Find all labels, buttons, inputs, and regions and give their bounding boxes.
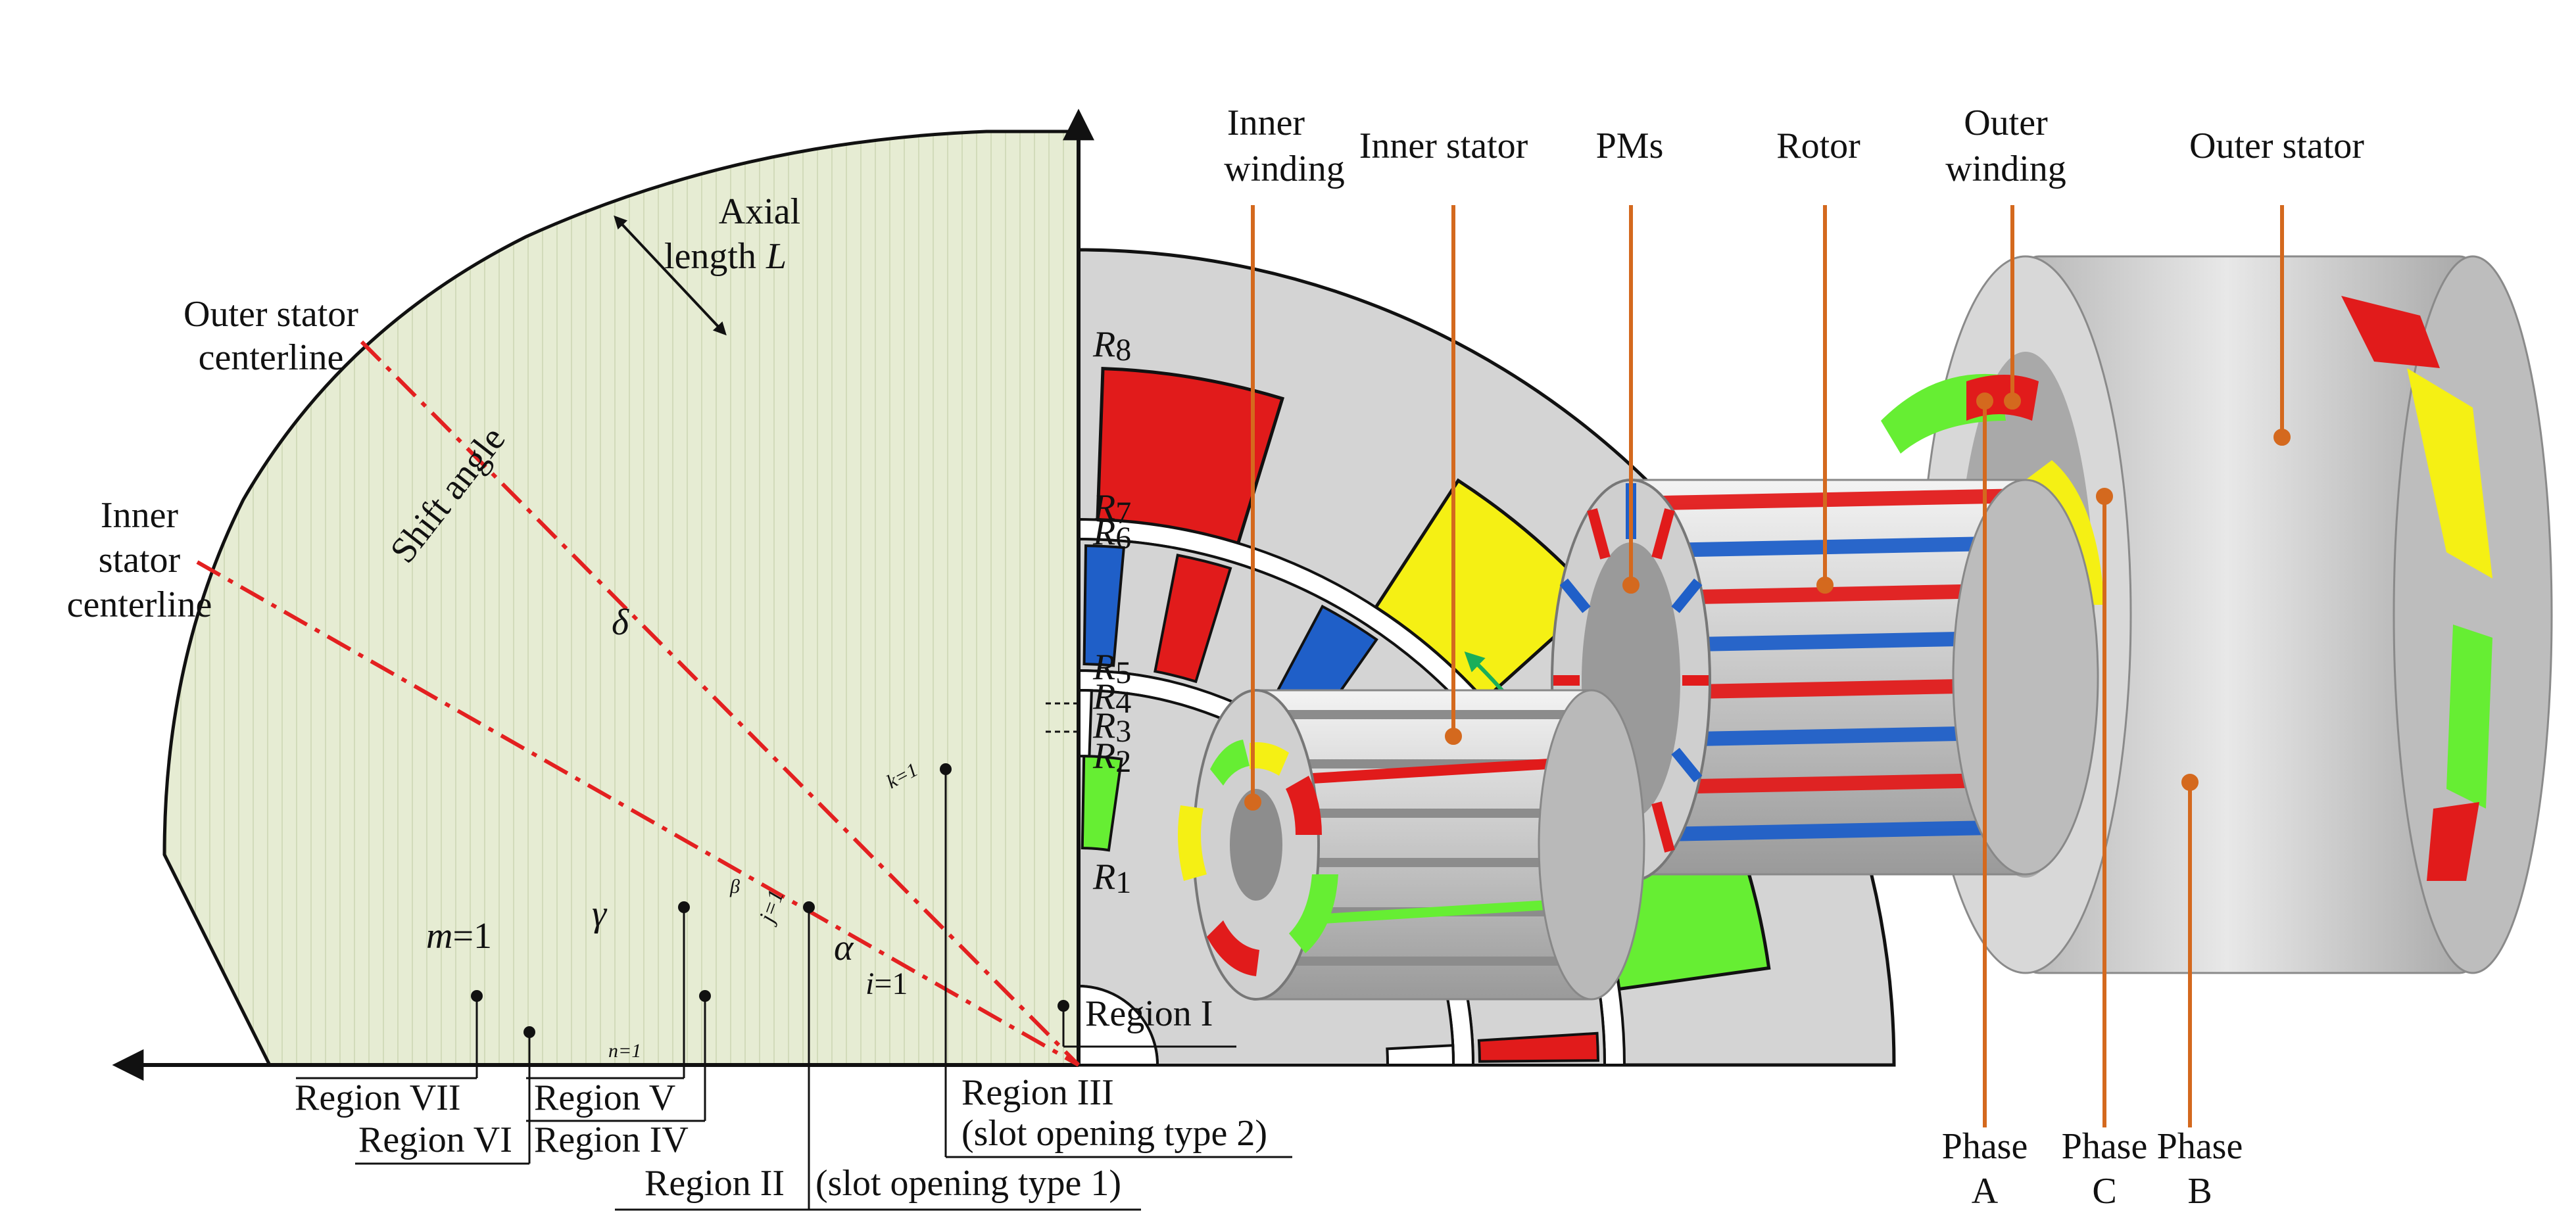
alpha-symbol: α <box>834 928 854 968</box>
region-5-label: Region V <box>534 1077 675 1118</box>
region-4-label: Region IV <box>534 1120 689 1160</box>
inner-tooth-groove-3 <box>1269 809 1592 818</box>
phase-a-label-2: A <box>1972 1171 1999 1212</box>
inner-winding-label-1: Inner <box>1227 103 1305 143</box>
inner-tooth-groove-6 <box>1269 957 1592 966</box>
rotor-stripe-1 <box>1631 488 2026 511</box>
radius-r6: R6 <box>1092 512 1131 556</box>
inner-winding-label-2: winding <box>1224 149 1345 189</box>
rotor-pm-1 <box>1082 544 1126 667</box>
leader-lines <box>1244 205 2291 1127</box>
leader-dot-inner-winding <box>1244 793 1261 811</box>
region-2-label: Region II <box>644 1163 785 1204</box>
radius-r7: R7 <box>1092 487 1131 531</box>
radius-labels: R8 R7 R6 R5 R4 R3 R2 R1 <box>1092 324 1131 900</box>
rotor-pm-2 <box>1154 554 1232 684</box>
inner-stator-label: Inner stator <box>1359 126 1528 166</box>
region-6-label: Region VI <box>358 1120 512 1160</box>
rotor-face-pm-12 <box>1671 578 1703 613</box>
n-index-label: n=1 <box>608 1040 641 1062</box>
rotor-face-pm-8 <box>1559 578 1591 613</box>
axial-length-band <box>162 130 1081 1067</box>
inner-centerline-label-3: centerline <box>67 584 212 625</box>
region-7-dot <box>471 990 483 1002</box>
inner-centerline-label-1: Inner <box>101 495 179 536</box>
phase-a-label-1: Phase <box>1942 1126 2028 1167</box>
rotor-face-pm-11 <box>1651 508 1675 559</box>
inner-slot-1 <box>1081 755 1123 852</box>
radius-r4: R4 <box>1092 676 1131 720</box>
axial-length-symbol: L <box>766 236 787 277</box>
inner-stator-centerline <box>196 560 1080 1067</box>
rotor-stripe-4 <box>1631 630 2026 653</box>
axial-length-arrow <box>614 215 727 336</box>
radius-r1: R1 <box>1092 857 1131 900</box>
region-1-dot <box>1057 1000 1069 1012</box>
left-labels: Axial length L Outer stator centerline I… <box>67 191 1267 1204</box>
rotor-stripe-8 <box>1631 820 2026 842</box>
phase-b-label-1: Phase <box>2157 1126 2243 1167</box>
inner-stator-teeth <box>1269 710 1592 966</box>
region-4-dot <box>699 990 711 1002</box>
radius-r2: R2 <box>1092 736 1131 779</box>
rotor-pm-7 <box>1477 1031 1599 1063</box>
outer-winding-label-1: Outer <box>1964 103 2048 143</box>
region-2-note: (slot opening type 1) <box>815 1163 1121 1204</box>
rotor-stripe-5 <box>1631 678 2026 700</box>
axial-length-label-1: Axial <box>719 191 800 232</box>
region-6-dot <box>523 1026 535 1038</box>
outer-winding-label-2: winding <box>1945 149 2066 189</box>
phase-c-label-1: Phase <box>2062 1126 2148 1167</box>
rotor-stripe-6 <box>1631 725 2026 747</box>
region-2-dot <box>803 901 815 913</box>
inner-tooth-groove-4 <box>1269 858 1592 867</box>
slot-opening-bottom <box>1386 1044 1455 1066</box>
region-3-label: Region III <box>961 1072 1114 1113</box>
m-symbol: m=1 <box>426 916 492 957</box>
region-5-dot <box>678 901 690 913</box>
delta-symbol: δ <box>612 602 629 643</box>
leader-dot-outer-stator <box>2273 429 2291 446</box>
rotor-stripe-2 <box>1631 536 2026 558</box>
beta-symbol: β <box>729 876 740 897</box>
region-7-label: Region VII <box>295 1077 461 1118</box>
gamma-symbol: γ <box>592 893 608 934</box>
phase-c-label-2: C <box>2092 1171 2116 1212</box>
leader-dot-rotor <box>1816 577 1834 594</box>
phase-b-label-2: B <box>2187 1171 2212 1212</box>
rotor-face-pm-3 <box>1651 801 1675 853</box>
outer-stator-centerline <box>360 340 1081 1067</box>
right-labels: Inner winding Inner stator PMs Rotor Out… <box>1224 103 2364 1212</box>
pms-label: PMs <box>1596 126 1664 166</box>
rotor-stripe-7 <box>1631 772 2026 795</box>
inner-centerline-label-2: stator <box>99 540 181 580</box>
region-1-label: Region I <box>1085 993 1213 1034</box>
axial-length-label-2: length <box>664 236 756 277</box>
leader-dot-inner-stator <box>1445 728 1462 745</box>
exploded-3d-view: Inner winding Inner stator PMs Rotor Out… <box>1178 103 2553 1212</box>
leader-dot-pms <box>1622 577 1640 594</box>
region-3-note: (slot opening type 2) <box>961 1113 1267 1154</box>
rotor-stripe-3 <box>1631 583 2026 605</box>
radius-r8: R8 <box>1092 324 1131 367</box>
inner-stator-3d <box>1178 689 1645 1001</box>
outer-stator-label: Outer stator <box>2189 126 2364 166</box>
rotor-label: Rotor <box>1776 126 1860 166</box>
radius-r5: R5 <box>1092 647 1131 690</box>
region-3-dot <box>940 763 952 775</box>
outer-centerline-label-2: centerline <box>199 337 344 378</box>
inner-winding-strip-red <box>1269 756 1592 786</box>
rotor-face-pm-2 <box>1671 747 1703 783</box>
rotor-pm-stripes <box>1631 488 2026 842</box>
inner-winding-strip-green <box>1269 897 1592 927</box>
outer-centerline-label-1: Outer stator <box>183 294 358 335</box>
i-symbol: i=1 <box>865 966 908 1001</box>
radius-r3: R3 <box>1092 705 1131 749</box>
inner-tooth-groove-1 <box>1269 710 1592 719</box>
rotor-3d <box>1551 479 2099 882</box>
leader-dot-outer-winding <box>2004 392 2021 410</box>
rotor-face-pm-9 <box>1587 508 1611 559</box>
